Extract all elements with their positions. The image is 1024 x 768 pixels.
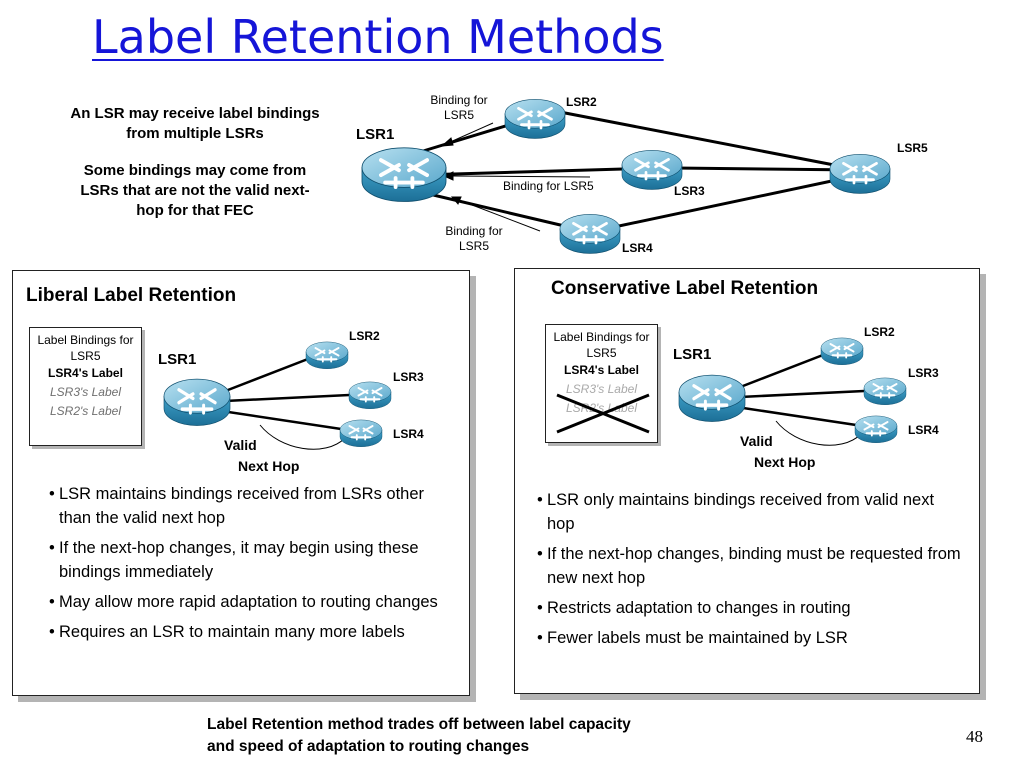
router-lsr3-conservative	[863, 376, 907, 406]
binding-arrow-lsr2	[447, 122, 494, 144]
conservative-link-lsr4	[729, 404, 877, 430]
footer-line-2: and speed of adaptation to routing chang…	[207, 738, 530, 755]
binding-arrow-lsr3	[451, 175, 591, 178]
lsr1-label-top: LSR1	[356, 126, 395, 143]
liberal-title: Liberal Label Retention	[26, 285, 237, 306]
conservative-link-lsr3	[739, 388, 886, 399]
liberal-link-lsr4	[214, 408, 362, 434]
binding-label-lsr4: Binding for LSR5	[445, 224, 503, 253]
conservative-next-hop-label: Next Hop	[754, 454, 816, 470]
liberal-next-hop-label: Next Hop	[238, 458, 300, 474]
router-lsr1-conservative	[677, 373, 747, 424]
liberal-binding-lsr3: LSR3's Label	[49, 385, 121, 399]
footer-line-1: Label Retention method trades off betwee…	[207, 716, 631, 733]
liberal-valid-arrow	[259, 424, 346, 450]
liberal-bindings-title: Label Bindings for LSR5	[37, 333, 134, 363]
conservative-binding-lsr3: LSR3's Label	[565, 382, 637, 396]
binding-label-lsr2: Binding for LSR5	[430, 93, 488, 122]
lsr2-label-top: LSR2	[566, 95, 597, 109]
router-lsr4-conservative	[854, 414, 898, 444]
binding-arrowhead-lsr2	[440, 137, 454, 147]
liberal-valid-label: Valid	[224, 437, 257, 453]
conservative-bullet: If the next-hop changes, binding must be…	[532, 542, 962, 590]
liberal-bullet: May allow more rapid adaptation to routi…	[44, 590, 456, 614]
link-lsr1-lsr3	[419, 166, 656, 177]
conservative-bullet: LSR only maintains bindings received fro…	[532, 488, 962, 536]
binding-arrowhead-lsr4	[450, 196, 462, 205]
liberal-bullets: LSR maintains bindings received from LSR…	[44, 482, 456, 650]
conservative-lsr3-label: LSR3	[908, 366, 939, 380]
router-lsr2-liberal	[305, 340, 349, 370]
top-links	[409, 110, 861, 234]
conservative-valid-arrow	[775, 420, 862, 446]
conservative-binding-lsr4: LSR4's Label	[564, 363, 639, 377]
intro-text: An LSR may receive label bindings from m…	[70, 104, 320, 238]
link-lsr1-lsr4	[411, 188, 591, 234]
liberal-binding-lsr2: LSR2's Label	[49, 404, 121, 418]
conservative-bindings-box: Label Bindings for LSR5 LSR4's Label LSR…	[545, 324, 658, 443]
liberal-bindings-box: Label Bindings for LSR5 LSR4's Label LSR…	[29, 327, 142, 446]
footer-note: Label Retention method trades off betwee…	[207, 714, 631, 758]
lsr5-label-top: LSR5	[897, 141, 928, 155]
page-number: 48	[966, 727, 983, 746]
link-lsr3-lsr5	[674, 166, 861, 172]
intro-line-2: Some bindings may come from LSRs that ar…	[80, 162, 310, 219]
cross-line-2	[556, 393, 650, 434]
binding-arrow-lsr4	[458, 199, 541, 232]
router-lsr3-liberal	[348, 380, 392, 410]
router-lsr2-conservative	[820, 336, 864, 366]
binding-label-lsr3: Binding for LSR5	[503, 179, 594, 193]
conservative-bindings-title: Label Bindings for LSR5	[553, 330, 650, 360]
crossed-out-bindings	[556, 393, 650, 434]
conservative-lsr1-label: LSR1	[673, 346, 712, 363]
conservative-lsr4-label: LSR4	[908, 423, 939, 437]
conservative-bullets: LSR only maintains bindings received fro…	[532, 488, 962, 656]
liberal-lsr3-label: LSR3	[393, 370, 424, 384]
lsr3-label-top: LSR3	[674, 184, 705, 198]
liberal-bullet: Requires an LSR to maintain many more la…	[44, 620, 456, 644]
liberal-bullet: If the next-hop changes, it may begin us…	[44, 536, 456, 584]
conservative-valid-label: Valid	[740, 433, 773, 449]
intro-line-1: An LSR may receive label bindings from m…	[70, 105, 320, 142]
router-lsr1-liberal	[162, 377, 232, 428]
lsr4-label-top: LSR4	[622, 241, 653, 255]
binding-arrowhead-lsr3	[442, 171, 454, 181]
link-lsr2-lsr5	[559, 110, 861, 172]
conservative-lsr2-label: LSR2	[864, 325, 895, 339]
page-title: Label Retention Methods	[92, 10, 664, 64]
binding-arrows	[440, 122, 591, 232]
conservative-bullet: Fewer labels must be maintained by LSR	[532, 626, 962, 650]
conservative-bullet: Restricts adaptation to changes in routi…	[532, 596, 962, 620]
liberal-lsr2-label: LSR2	[349, 329, 380, 343]
router-lsr4-liberal	[339, 418, 383, 448]
link-lsr4-lsr5	[599, 173, 861, 232]
liberal-link-lsr3	[224, 392, 371, 403]
liberal-lsr4-label: LSR4	[393, 427, 424, 441]
conservative-title: Conservative Label Retention	[551, 278, 819, 299]
liberal-lsr1-label: LSR1	[158, 351, 197, 368]
liberal-binding-lsr4: LSR4's Label	[48, 366, 123, 380]
liberal-bullet: LSR maintains bindings received from LSR…	[44, 482, 456, 530]
